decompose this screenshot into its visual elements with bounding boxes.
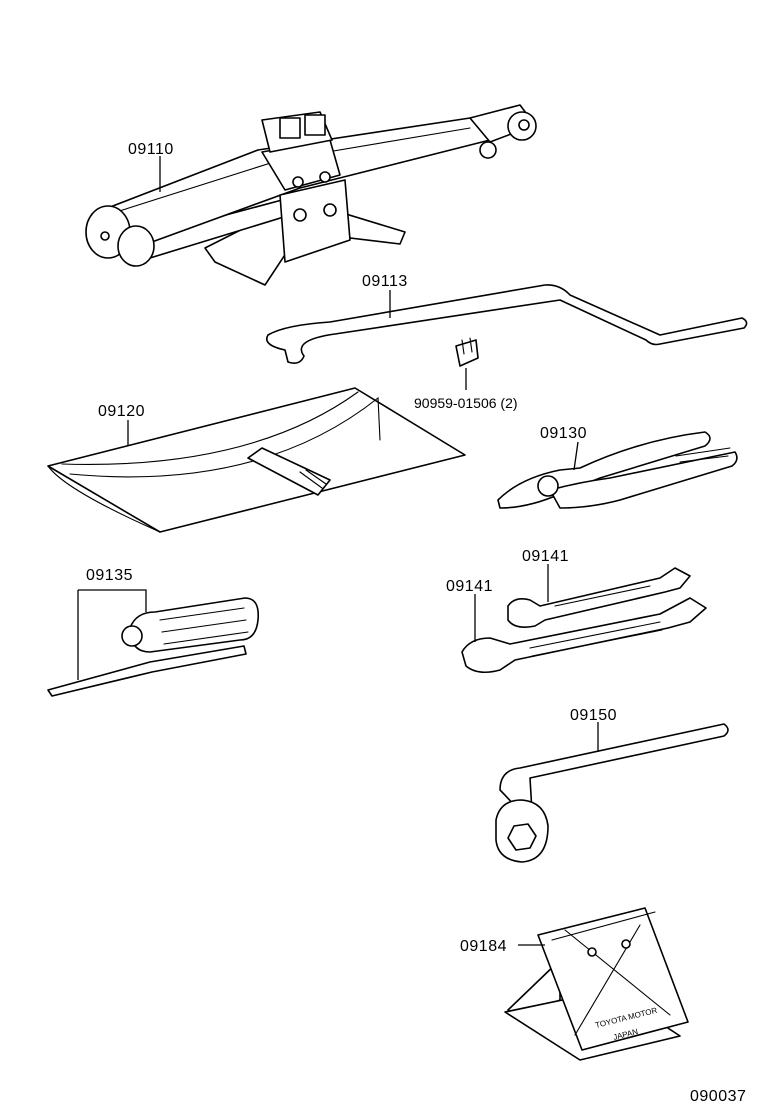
label-lug-wrench: 09150 [570,707,617,724]
lug-wrench [495,723,729,863]
clip [455,337,479,367]
label-wheel-chock: 09184 [460,938,507,955]
label-tool-bag: 09120 [98,403,145,420]
screwdriver [47,597,260,697]
label-jack: 09110 [128,141,174,158]
jack-handle [266,284,748,364]
label-pliers: 09130 [540,425,587,442]
tool-bag [47,387,466,533]
wrench-lower [461,597,707,674]
label-screwdriver: 09135 [86,567,133,584]
label-wrench-upper: 09141 [522,548,569,565]
figure-number: 090037 [690,1088,746,1105]
leader-pliers [573,441,579,471]
leader-screwdriver-handle [78,589,147,612]
label-wrench-lower: 09141 [446,578,493,595]
label-jack-handle: 09113 [362,273,408,290]
wheel-chock: TOYOTA MOTOR JAPAN [504,907,689,1061]
scissor-jack [85,104,537,286]
wrench-upper [507,567,691,628]
label-clip: 90959-01506 (2) [414,395,518,411]
pliers [497,431,738,509]
